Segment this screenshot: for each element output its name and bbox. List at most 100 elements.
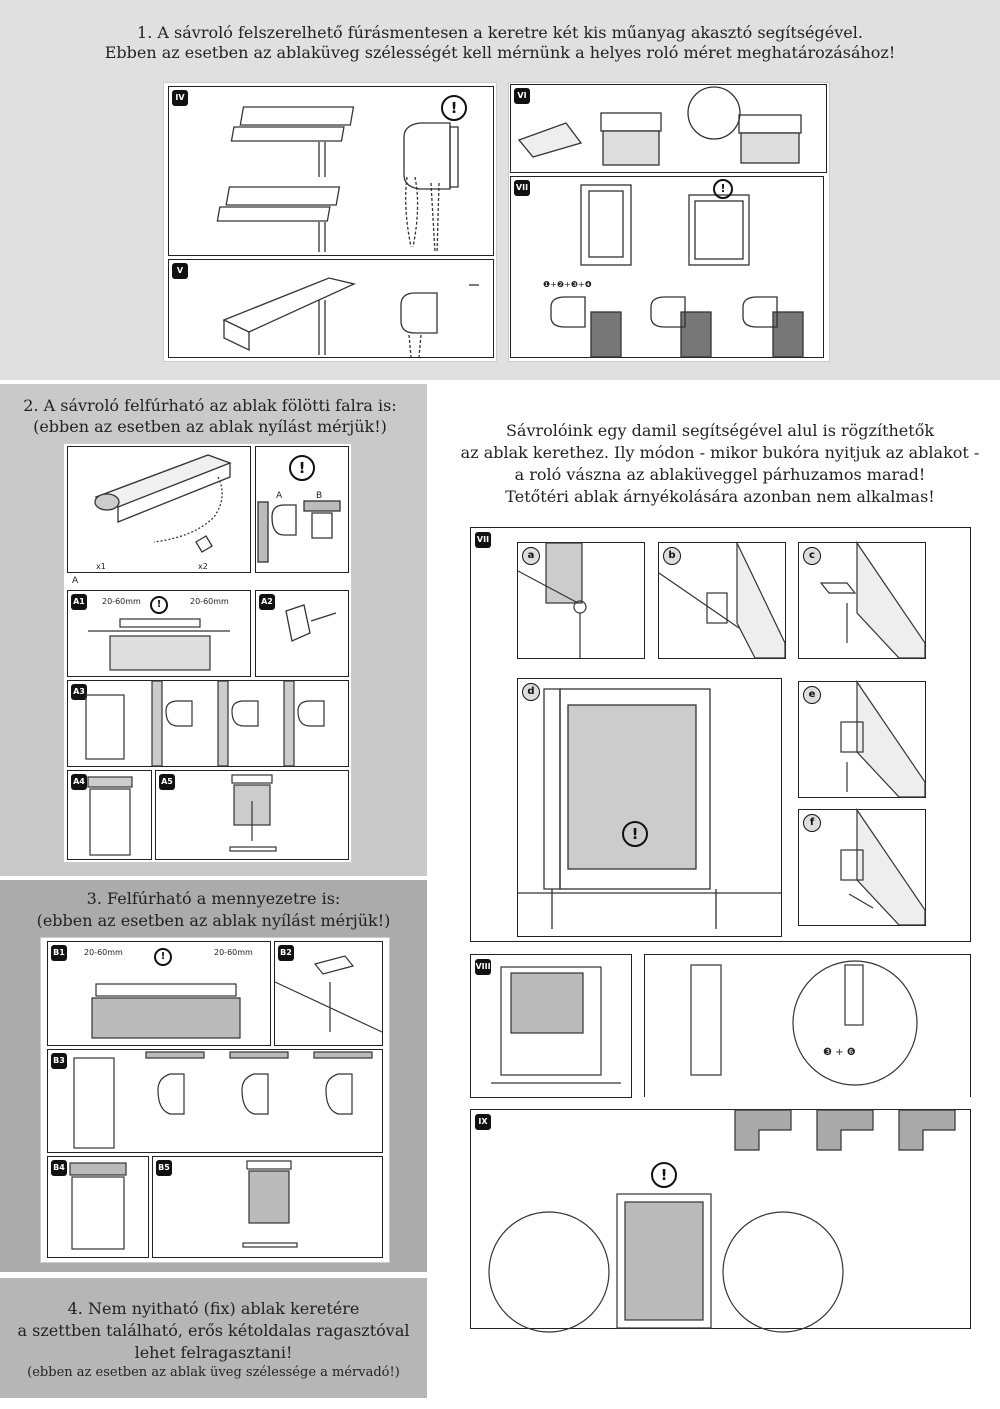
note-line2: az ablak kerethez. Ily módon - mikor buk… <box>460 443 980 462</box>
diagram-b4: B4 <box>47 1156 149 1258</box>
diagram-viii-detail: ❸ + ❻ <box>644 954 971 1097</box>
badge-c: c <box>803 547 821 565</box>
diagram-step-d: d ! <box>517 678 782 937</box>
badge-b1: B1 <box>51 945 67 961</box>
diagram-vi: VI <box>510 84 827 173</box>
bracket-illustration <box>257 500 341 563</box>
tape-illustration <box>517 86 802 166</box>
diagram-vii-bottom: VII a b c <box>470 527 971 942</box>
dim-left: 20-60mm <box>102 597 141 606</box>
variant-a-caption: A <box>72 576 79 586</box>
diagram-ix: IX ! <box>470 1109 971 1333</box>
step-d-illustration <box>518 688 781 929</box>
warning-icon: ! <box>651 1162 677 1188</box>
diagram-step-a: a <box>517 542 645 659</box>
badge-a1: A1 <box>71 594 87 610</box>
diagram-step-e: e <box>798 680 926 798</box>
diagram-a1: A1 20-60mm 20-60mm ! <box>67 590 251 677</box>
ceiling-steps-illustration <box>73 1051 373 1149</box>
ix-illustration <box>488 1109 956 1333</box>
section-4-line3: lehet felragasztani! <box>134 1343 293 1362</box>
badge-v: V <box>172 263 188 279</box>
window-front-illustration <box>87 776 133 856</box>
diagram-vii: VII ! ❶+❷+❸+❹ <box>510 176 824 358</box>
blind-operate-illustration <box>229 774 277 852</box>
warning-icon: ! <box>150 596 168 614</box>
diagram-parts: x1 x2 <box>67 446 251 573</box>
diagram-a4: A4 <box>67 770 152 860</box>
badge-d: d <box>522 683 540 701</box>
badge-vii: VII <box>514 180 530 196</box>
note-line3: a roló vászna az ablaküveggel párhuzamos… <box>514 465 926 484</box>
badge-ix: IX <box>475 1114 491 1130</box>
section-1-heading-line1: 1. A sávroló felszerelhető fúrásmentesen… <box>137 23 863 42</box>
combo-label: ❸ + ❻ <box>823 1047 856 1058</box>
warning-icon: ! <box>441 95 467 121</box>
diagram-v: V <box>168 259 494 358</box>
dim-right: 20-60mm <box>214 948 253 957</box>
step-a-illustration <box>517 542 587 658</box>
section-3-heading-line2: (ebben az esetben az ablak nyílást mérjü… <box>36 911 391 930</box>
badge-iv: IV <box>172 90 188 106</box>
note-line4: Tetőtéri ablak árnyékolására azonban nem… <box>505 487 935 506</box>
badge-a: a <box>522 547 540 565</box>
ceiling-operate-illustration <box>242 1160 298 1248</box>
diagram-step-b: b <box>658 542 786 659</box>
sequence-label: ❶+❷+❸+❹ <box>543 280 592 289</box>
diagram-variants: ! A B <box>255 446 349 573</box>
diagram-b3: B3 <box>47 1049 383 1153</box>
window-illustration <box>550 184 804 358</box>
badge-a4: A4 <box>71 774 87 790</box>
diagram-b1: B1 20-60mm 20-60mm ! <box>47 941 271 1046</box>
section-4-line2: a szettben található, erős kétoldalas ra… <box>17 1321 410 1340</box>
qty-x2: x2 <box>198 562 208 571</box>
warning-icon: ! <box>154 948 172 966</box>
warning-icon: ! <box>713 179 733 199</box>
ceiling-mount-illustration <box>91 983 241 1039</box>
step-f-illustration <box>840 808 926 926</box>
badge-a2: A2 <box>259 594 275 610</box>
rail-illustration <box>216 106 459 254</box>
badge-b3: B3 <box>51 1053 67 1069</box>
badge-b4: B4 <box>51 1160 67 1176</box>
section-2-heading-line2: (ebben az esetben az ablak nyílást mérjü… <box>33 417 387 436</box>
section-4-note: (ebben az esetben az ablak üveg szélessé… <box>27 1365 400 1380</box>
badge-vii-bottom: VII <box>475 532 491 548</box>
section-2-heading-line1: 2. A sávroló felfúrható az ablak fölötti… <box>23 396 397 415</box>
section-4-line1: 4. Nem nyitható (fix) ablak keretére <box>67 1299 360 1318</box>
viii-detail-illustration <box>690 960 918 1086</box>
diagram-step-f: f <box>798 808 926 926</box>
dim-left: 20-60mm <box>84 948 123 957</box>
note-line1: Sávrolóink egy damil segítségével alul i… <box>505 421 935 440</box>
badge-b5: B5 <box>156 1160 172 1176</box>
diagram-viii: VIII <box>470 954 632 1098</box>
badge-f: f <box>803 814 821 832</box>
ceiling-front-illustration <box>69 1162 127 1250</box>
badge-vi: VI <box>514 88 530 104</box>
diagram-a2: A2 <box>255 590 349 677</box>
warning-icon: ! <box>622 821 648 847</box>
section-4-band <box>0 1278 427 1398</box>
diagram-a5: A5 <box>155 770 349 860</box>
roller-illustration <box>94 454 232 553</box>
section-3-heading-line1: 3. Felfúrható a mennyezetre is: <box>86 889 341 908</box>
diagram-iv: IV ! <box>168 86 494 256</box>
variant-a-label: A <box>276 491 283 501</box>
diagram-b5: B5 <box>152 1156 383 1258</box>
diagram-a3: A3 <box>67 680 349 767</box>
badge-a5: A5 <box>159 774 175 790</box>
qty-x1: x1 <box>96 562 106 571</box>
badge-b: b <box>663 547 681 565</box>
step-c-illustration <box>819 541 926 659</box>
screw-illustration <box>274 955 383 1033</box>
viii-illustration <box>491 966 621 1084</box>
section-1-heading-line2: Ebben az esetben az ablaküveg szélességé… <box>104 43 896 62</box>
badge-e: e <box>803 686 821 704</box>
warning-icon: ! <box>289 455 315 481</box>
step-b-illustration <box>658 542 786 659</box>
step-e-illustration <box>840 680 926 798</box>
badge-b2: B2 <box>278 945 294 961</box>
diagram-b2: B2 <box>274 941 383 1046</box>
attach-steps-illustration <box>85 680 325 767</box>
variant-b-label: B <box>316 491 323 501</box>
